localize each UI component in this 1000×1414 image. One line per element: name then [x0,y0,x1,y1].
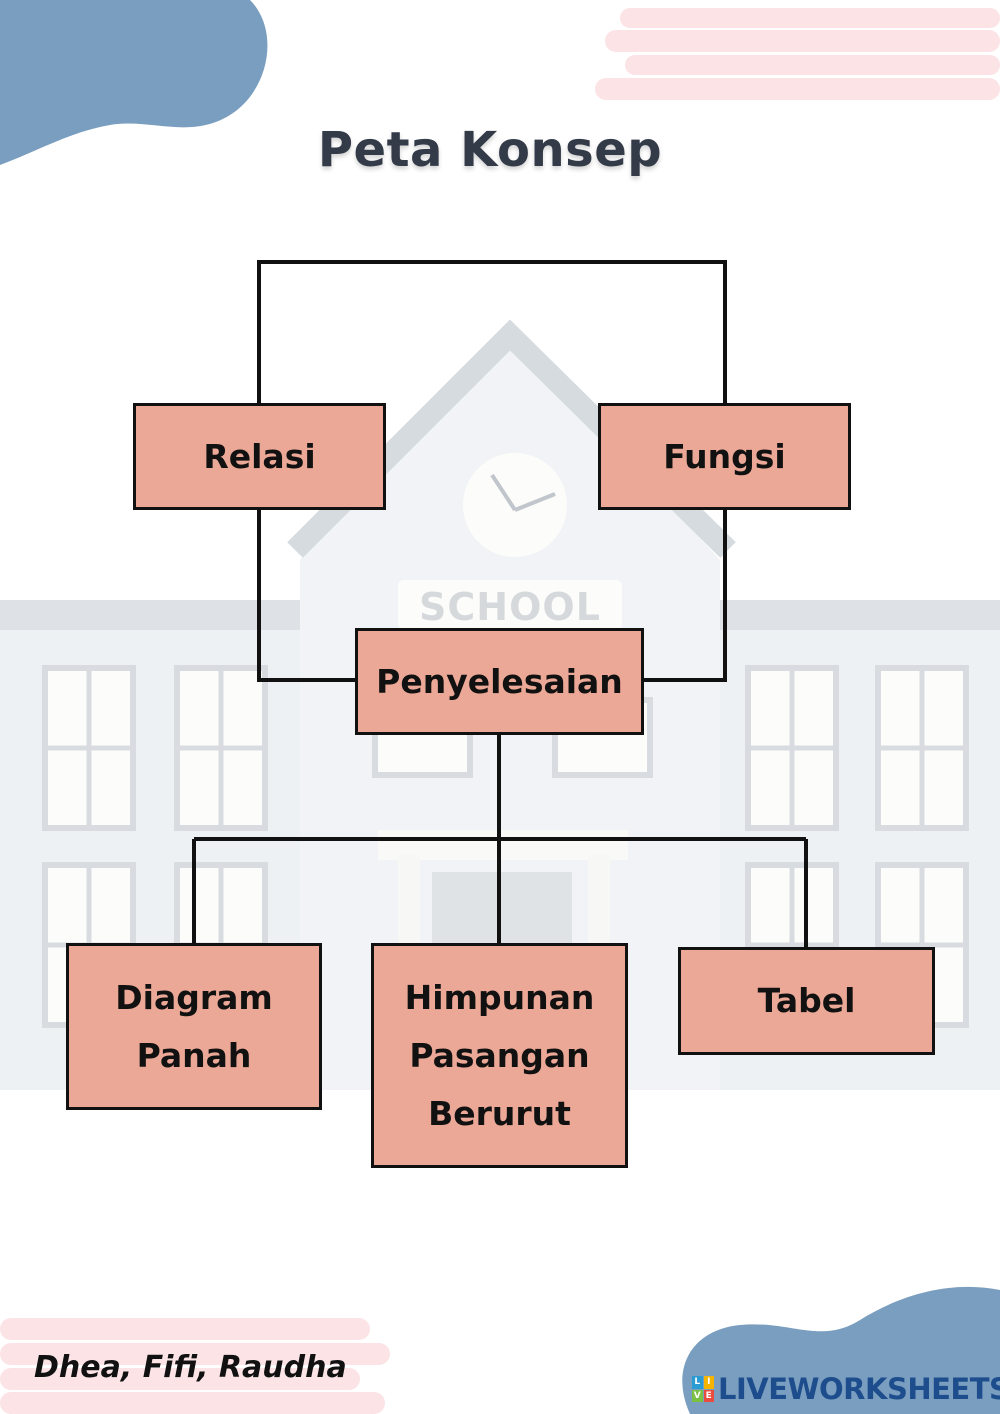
node-himpunan-line-1: Himpunan [404,977,595,1017]
node-penyelesaian-label: Penyelesaian [376,661,623,701]
node-penyelesaian: Penyelesaian [355,628,644,735]
node-relasi: Relasi [133,403,386,510]
pink-brush-top-right [595,8,1000,100]
school-sign: SCHOOL [419,585,601,629]
line-relasi-penyelesaian [257,508,358,682]
logo-letter-v: V [692,1389,703,1402]
node-fungsi-label: Fungsi [663,436,786,476]
node-diagram-panah-line-1: Diagram [115,977,273,1017]
node-himpunan-line-2: Pasangan [409,1035,590,1075]
blue-blob-top-left [0,0,268,165]
node-tabel: Tabel [678,947,935,1055]
node-fungsi: Fungsi [598,403,851,510]
line-fungsi-penyelesaian [642,508,727,682]
node-tabel-label: Tabel [757,981,856,1020]
blue-blob-bottom-right [682,1286,1000,1414]
liveworksheets-text: LIVEWORKSHEETS [718,1372,1000,1406]
authors-credit: Dhea, Fifi, Raudha [34,1350,347,1385]
logo-letter-i: I [703,1376,714,1389]
node-diagram-panah: Diagram Panah [66,943,322,1110]
liveworksheets-logo-icon: L I V E [692,1376,714,1402]
page-title: Peta Konsep [317,122,663,178]
node-diagram-panah-line-2: Panah [136,1035,252,1075]
line-relasi-fungsi [257,260,727,405]
node-relasi-label: Relasi [203,436,316,476]
connector-lines [192,260,808,949]
logo-letter-e: E [703,1389,714,1402]
node-himpunan-line-3: Berurut [428,1093,571,1133]
logo-letter-l: L [692,1376,703,1389]
node-himpunan-pasangan-berurut: Himpunan Pasangan Berurut [371,943,628,1168]
pink-brush-bottom-left [0,1318,390,1414]
liveworksheets-brand[interactable]: L I V E LIVEWORKSHEETS [692,1372,1000,1406]
